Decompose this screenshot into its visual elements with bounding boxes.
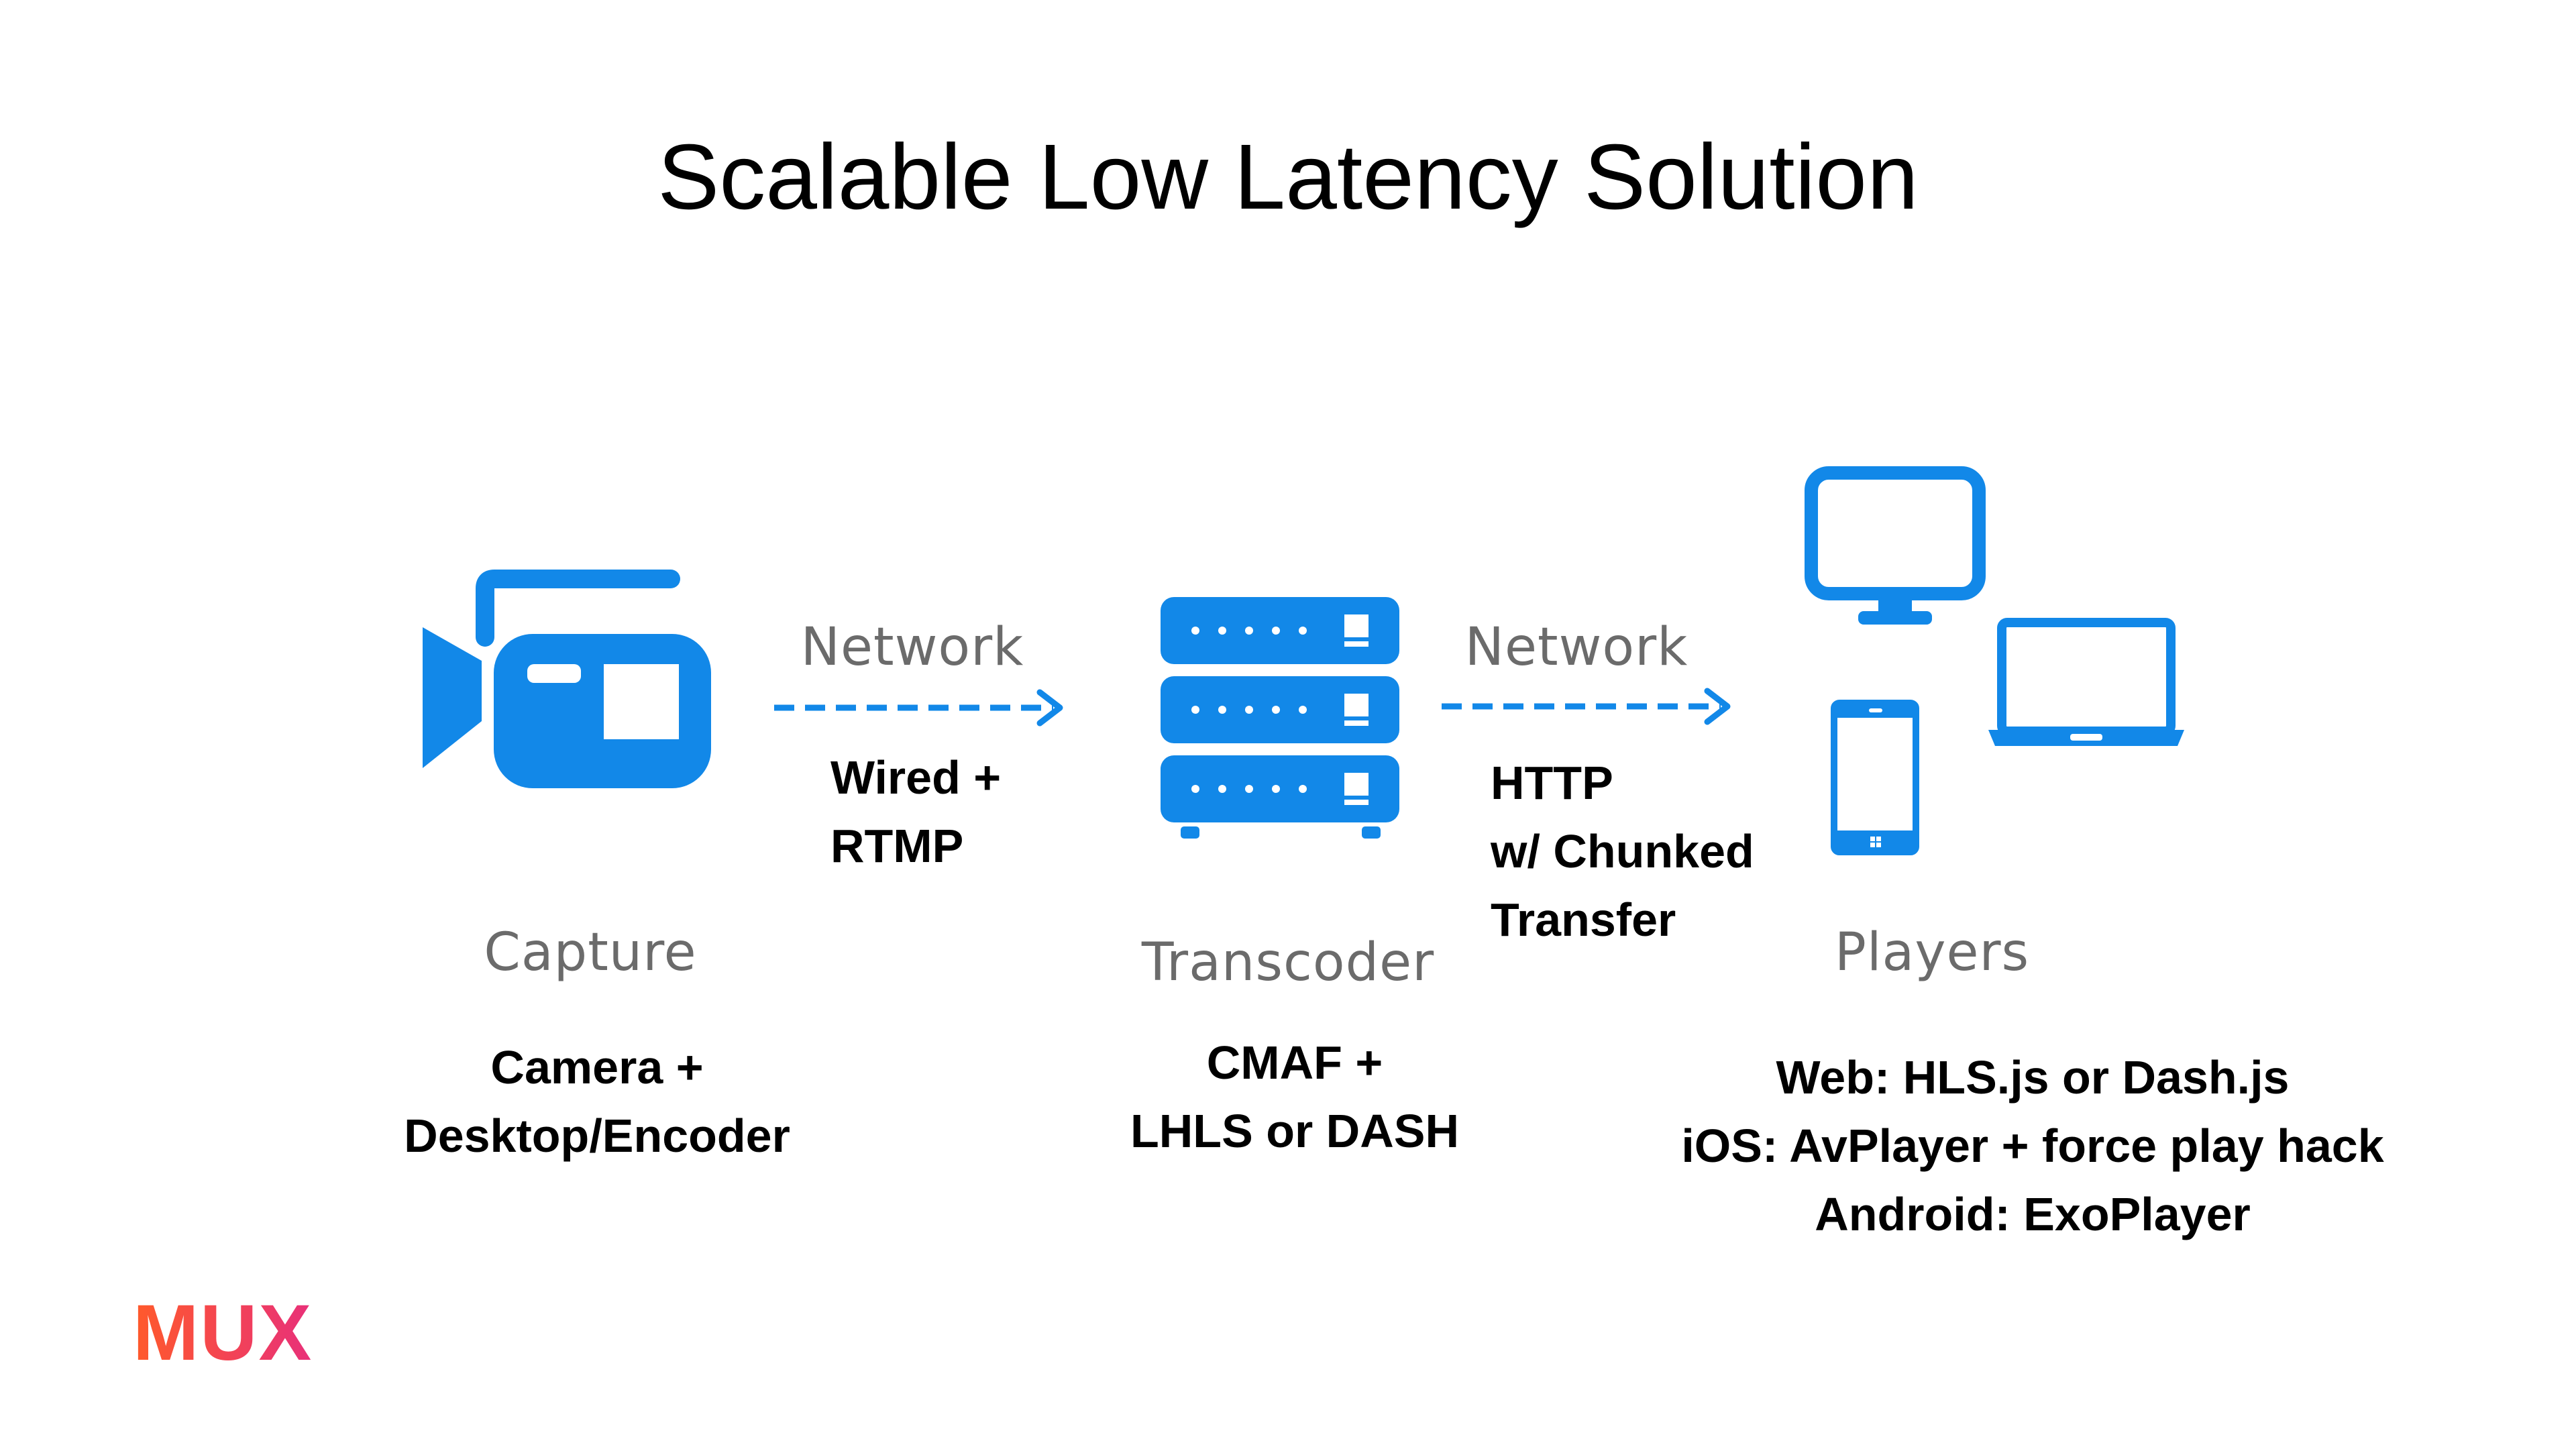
link-detail-line: RTMP	[830, 820, 964, 872]
phone-icon	[1831, 700, 1919, 855]
capture-detail-line: Desktop/Encoder	[404, 1110, 790, 1162]
link-detail-line: w/ Chunked	[1491, 825, 1754, 877]
link-detail-line: Wired +	[830, 751, 1002, 804]
server-rack-icon	[1161, 597, 1399, 839]
transcoder-details: CMAF + LHLS or DASH	[1046, 1028, 1543, 1165]
capture-label: Capture	[484, 922, 697, 983]
dashed-arrow-2	[1442, 688, 1731, 725]
mux-logo: MUX	[133, 1289, 311, 1377]
players-detail-line: Android: ExoPlayer	[1815, 1188, 2251, 1240]
link-detail-line: HTTP	[1491, 757, 1613, 809]
players-label: Players	[1834, 922, 2030, 983]
mux-logo-text: MUX	[133, 1289, 313, 1377]
monitor-icon	[1805, 466, 1986, 625]
video-camera-icon	[423, 570, 711, 788]
network-label-1: Network	[800, 617, 1024, 678]
transcoder-label: Transcoder	[1141, 932, 1435, 993]
players-detail-line: Web: HLS.js or Dash.js	[1776, 1051, 2290, 1104]
slide-title: Scalable Low Latency Solution	[657, 125, 1919, 229]
laptop-icon	[1988, 618, 2184, 746]
dashed-arrow-1	[774, 689, 1063, 727]
transcoder-detail-line: LHLS or DASH	[1130, 1105, 1459, 1157]
players-detail-line: iOS: AvPlayer + force play hack	[1681, 1120, 2384, 1172]
capture-detail-line: Camera +	[490, 1041, 704, 1093]
players-details: Web: HLS.js or Dash.js iOS: AvPlayer + f…	[1597, 1043, 2469, 1248]
capture-details: Camera + Desktop/Encoder	[335, 1033, 859, 1170]
link-detail-line: Transfer	[1491, 894, 1676, 946]
network-label-2: Network	[1464, 617, 1688, 678]
link-1-details: Wired + RTMP	[830, 743, 1001, 880]
link-2-details: HTTP w/ Chunked Transfer	[1491, 749, 1754, 954]
transcoder-detail-line: CMAF +	[1206, 1036, 1383, 1089]
